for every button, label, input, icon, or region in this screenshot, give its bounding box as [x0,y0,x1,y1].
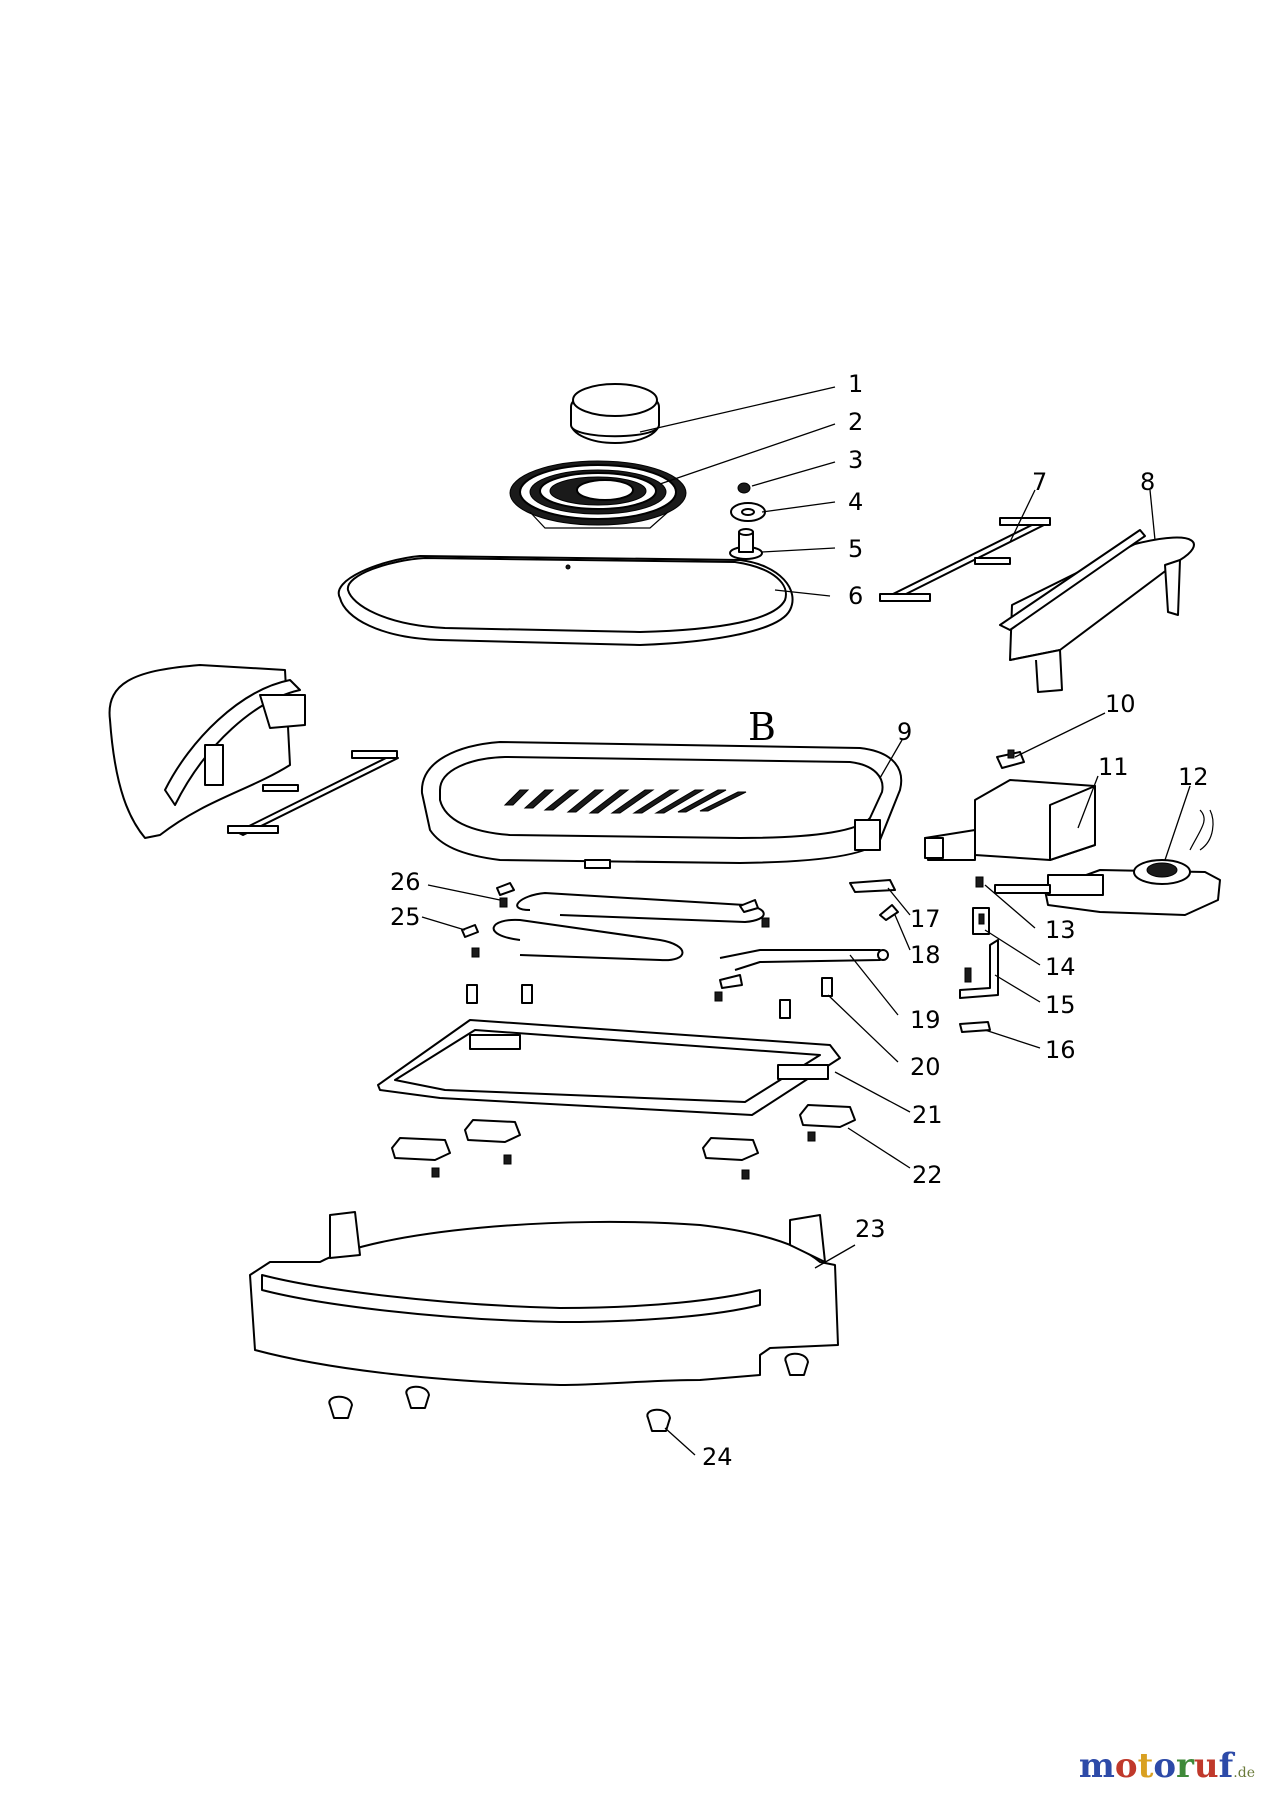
callout-2: 2 [848,408,863,436]
part-clip-16 [959,1021,991,1033]
part-knob [570,383,660,444]
part-angle-bracket-15 [959,939,999,999]
callout-1: 1 [848,370,863,398]
watermark-brand: motoruf [1079,1746,1233,1786]
assembly-label-b: B [748,705,776,749]
part-feet-blocks [391,1104,856,1180]
callout-6: 6 [848,582,863,610]
watermark-letter: t [1137,1746,1154,1786]
part-nut [737,482,751,494]
part-pin [729,528,763,560]
callout-16: 16 [1045,1036,1076,1064]
watermark-letter: r [1176,1746,1194,1786]
callout-8: 8 [1140,468,1155,496]
part-rubber-feet [328,1352,809,1432]
watermark-letter: u [1193,1746,1219,1786]
callout-10: 10 [1105,690,1136,718]
watermark-letter: m [1078,1746,1115,1786]
callout-numbers: 1 2 3 4 5 6 7 8 9 10 11 12 13 14 15 16 1… [390,370,1209,1471]
callout-11: 11 [1098,753,1129,781]
watermark-suffix: .de [1233,1765,1255,1781]
part-thermostat [994,809,1221,916]
part-probe-housing [924,779,1096,861]
watermark-letter: o [1153,1746,1176,1786]
callout-19: 19 [910,1006,941,1034]
part-drip-tray [377,1019,841,1116]
part-base [249,1211,839,1386]
callout-13: 13 [1045,916,1076,944]
callout-14: 14 [1045,953,1076,981]
callout-23: 23 [855,1215,886,1243]
part-clip-18 [879,904,899,921]
callout-17: 17 [910,905,941,933]
watermark-letter: o [1114,1746,1138,1786]
callout-4: 4 [848,488,863,516]
callout-22: 22 [912,1161,943,1189]
part-lid [337,555,794,646]
part-screws [461,882,770,1002]
part-screw-13 [975,876,984,888]
part-clip [996,749,1025,769]
callout-5: 5 [848,535,863,563]
part-grill-pan [420,741,903,869]
watermark-letter: f [1218,1746,1234,1786]
grill-ribs [503,789,747,814]
watermark-logo: motoruf.de [1079,1746,1255,1786]
part-clip-17 [849,879,896,893]
callout-18: 18 [910,941,941,969]
part-right-handle [999,529,1195,693]
part-heating-element [492,892,889,971]
part-washer [730,502,766,522]
callout-9: 9 [897,718,912,746]
callout-3: 3 [848,446,863,474]
callout-24: 24 [702,1443,733,1471]
callout-21: 21 [912,1101,943,1129]
callout-20: 20 [910,1053,941,1081]
part-bracket-right [879,517,1051,602]
callout-26: 26 [390,868,421,896]
callout-12: 12 [1178,763,1209,791]
callout-25: 25 [390,903,421,931]
callout-7: 7 [1032,468,1047,496]
part-left-handle [108,664,306,839]
part-bracket-14 [972,907,990,935]
part-bracket-left [227,750,399,836]
callout-15: 15 [1045,991,1076,1019]
part-studs [466,977,833,1019]
leader-lines [421,386,1191,1456]
part-heat-shield-coil [509,460,687,529]
